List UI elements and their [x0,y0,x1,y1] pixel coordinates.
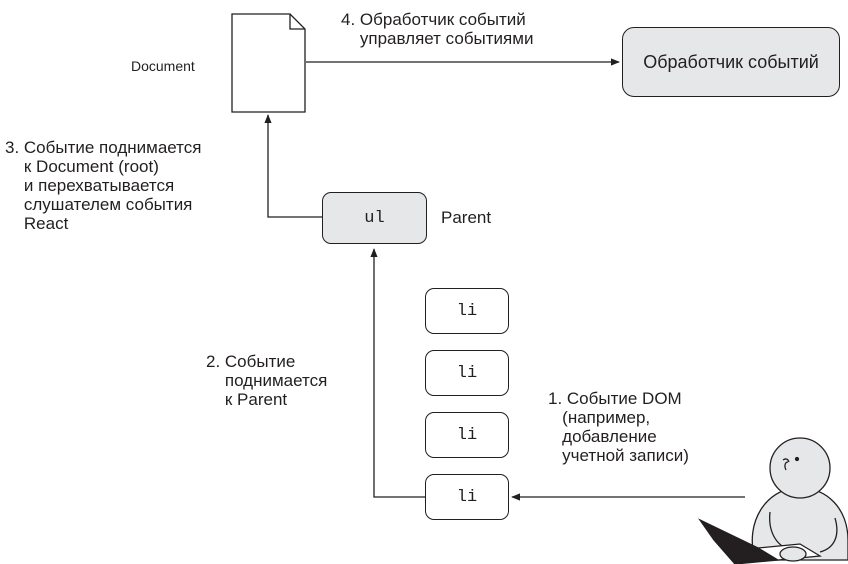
event-handler-box: Обработчик событий [622,27,840,97]
step-3-label: 3. Событие поднимается к Document (root)… [5,138,202,233]
parent-label: Parent [441,208,492,227]
child-li-text: li [456,487,478,507]
parent-ul-text: ul [364,208,385,228]
event-handler-label: Обработчик событий [643,51,819,72]
document-label: Document [131,58,195,74]
child-li-box: li [425,350,509,396]
parent-ul-box: ul [322,192,427,244]
document-icon [231,13,306,113]
arrow-child-to-parent [370,248,425,498]
step-1-label: 1. Событие DOM (например, добавление уче… [548,389,689,465]
child-li-text: li [456,301,478,321]
step-4-label: 4. Обработчик событий управляет событиям… [341,10,534,48]
arrow-parent-to-document [264,114,322,218]
child-li-text: li [456,425,478,445]
child-li-box: li [425,288,509,334]
child-li-box: li [425,412,509,458]
user-at-laptop-icon [698,437,848,564]
child-li-text: li [456,363,478,383]
step-2-label: 2. Событие поднимается к Parent [206,352,328,409]
child-li-box-source: li [425,474,509,520]
